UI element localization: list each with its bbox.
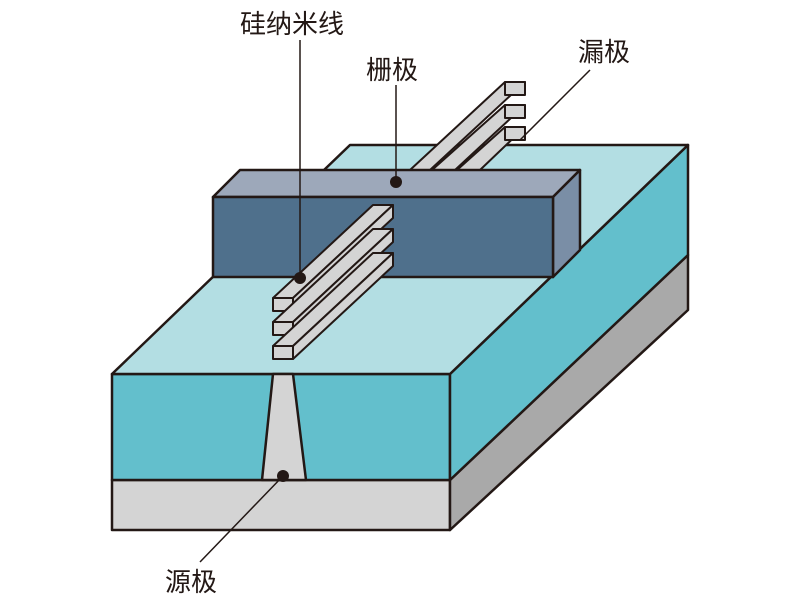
substrate-front [110,478,452,532]
leader-lines [199,40,591,563]
label-source: 源极 [165,568,218,598]
source-nanowires [272,204,394,360]
marker-dots [277,176,402,482]
source-region [260,372,308,482]
drain-nanowires [409,81,526,171]
label-drain: 漏极 [578,38,631,68]
label-silicon-nanowire: 硅纳米线 [240,10,345,40]
label-gate: 栅极 [366,56,419,86]
